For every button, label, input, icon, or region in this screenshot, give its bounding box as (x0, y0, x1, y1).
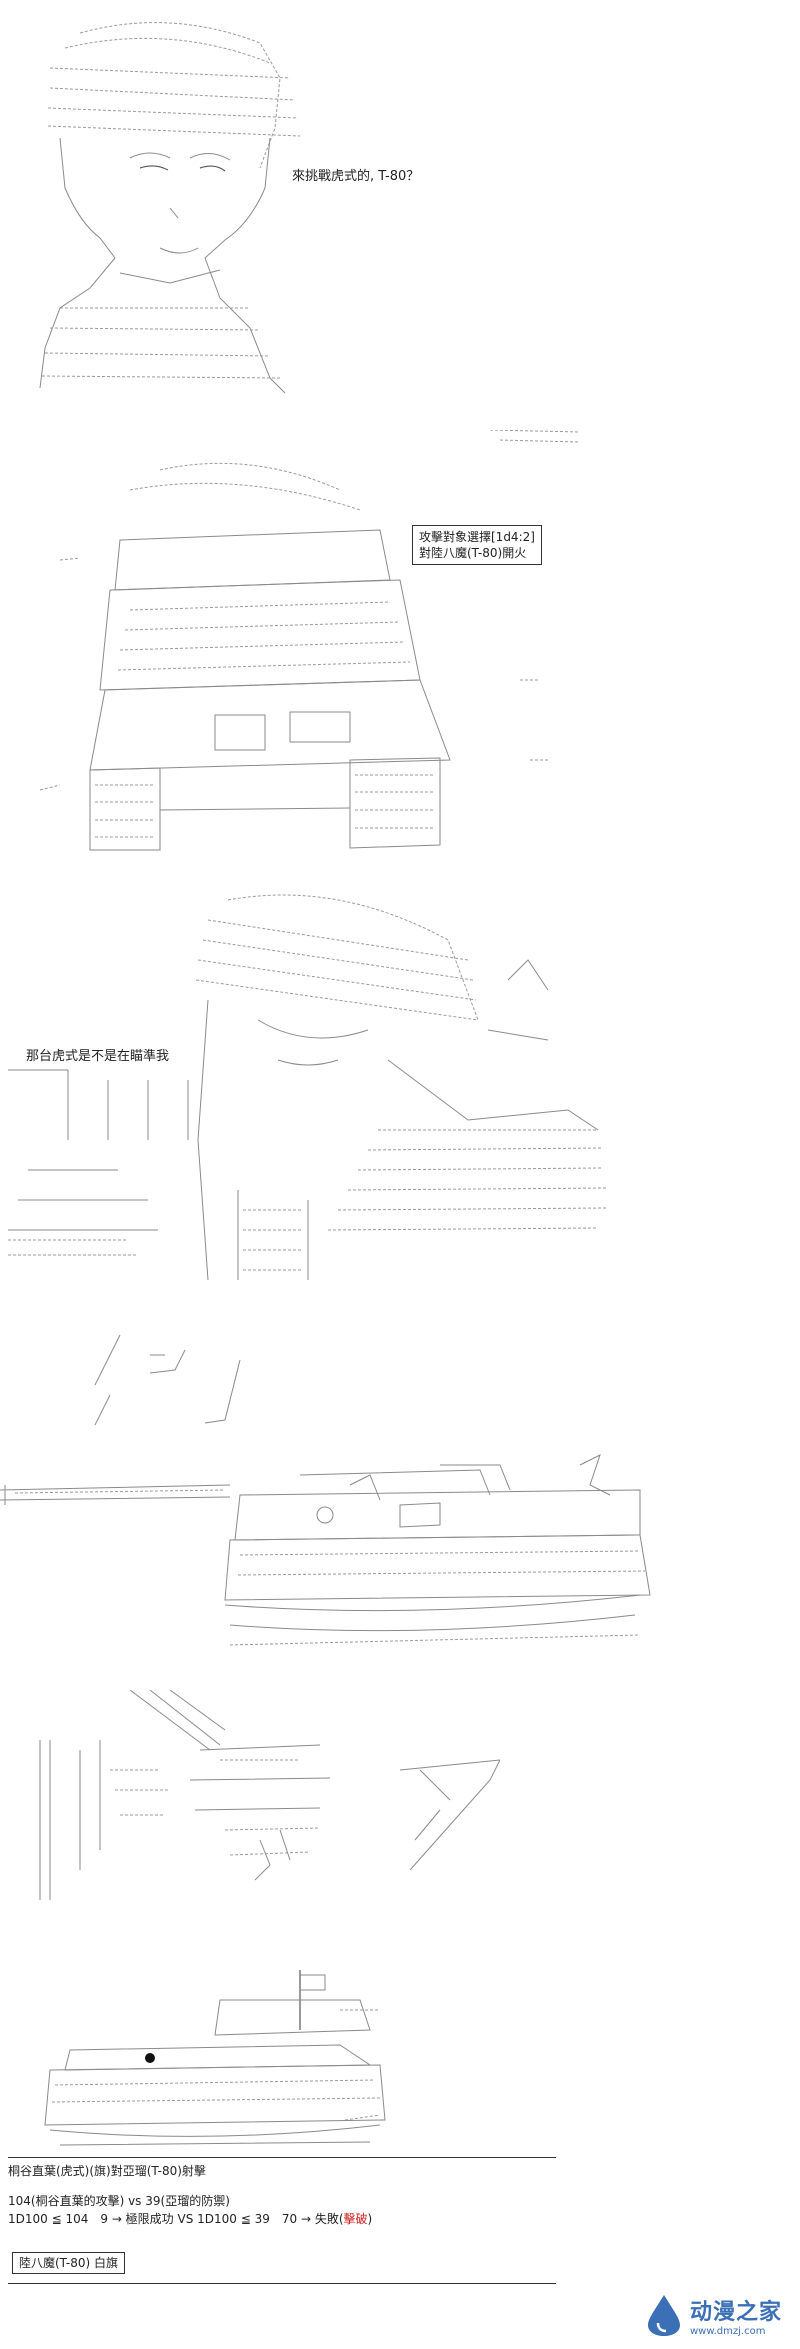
white-flag-text: 陸八魔(T-80) 白旗 (19, 2256, 119, 2270)
tank-side-firing-art (0, 1334, 651, 1646)
panel-3-caption: 那台虎式是不是在瞄準我 (26, 1049, 170, 1064)
tank-front-art (39, 430, 580, 851)
shell-impact-art (39, 1690, 500, 1900)
panel-5-art (20, 1690, 500, 1900)
panel-2-dice-box: 攻擊對象選擇[1d4:2] 對陸八魔(T-80)開火 (412, 525, 542, 565)
site-watermark: 动漫之家 www.dmzj.com (644, 2293, 782, 2337)
character-portrait-art (39, 22, 301, 394)
panel-3-art (8, 880, 608, 1300)
panel-1-caption: 來挑戰虎式的, T-80？ (292, 169, 420, 184)
result-dice-roll: 1D100 ≦ 104 9 → 極限成功 VS 1D100 ≦ 39 70 → … (8, 2210, 372, 2228)
dice-roll-close: ) (367, 2212, 373, 2226)
white-flag-shape (300, 1974, 326, 1991)
dice-roll-text: 1D100 ≦ 104 9 → 極限成功 VS 1D100 ≦ 39 70 → … (8, 2212, 344, 2226)
brand-name: 动漫之家 (689, 2299, 782, 2325)
panel-2-tank-art (20, 430, 580, 870)
knocked-out-tank-art (44, 1970, 386, 2146)
result-bottom-divider (8, 2283, 556, 2284)
result-top-divider (8, 2157, 556, 2158)
droplet-logo-icon (647, 2295, 680, 2336)
panel-4-art (0, 1325, 660, 1675)
result-title: 桐谷直葉(虎式)(旗)對亞瑠(T-80)射擊 (8, 2164, 206, 2178)
panel-6-art (40, 1970, 400, 2155)
white-flag-result-box: 陸八魔(T-80) 白旗 (12, 2252, 126, 2274)
dice-box-line-2: 對陸八魔(T-80)開火 (419, 546, 527, 560)
character-in-hatch-art (8, 894, 607, 1281)
destroyed-label: 擊破 (343, 2212, 368, 2226)
dice-box-line-1: 攻擊對象選擇[1d4:2] (419, 530, 535, 544)
panel-1-character-art (20, 8, 320, 398)
result-attack-vs-defense: 104(桐谷直葉的攻擊) vs 39(亞瑠的防禦) (8, 2194, 230, 2208)
brand-url: www.dmzj.com (689, 2325, 766, 2337)
result-block: 桐谷直葉(虎式)(旗)對亞瑠(T-80)射擊 104(桐谷直葉的攻擊) vs 3… (8, 2162, 372, 2228)
